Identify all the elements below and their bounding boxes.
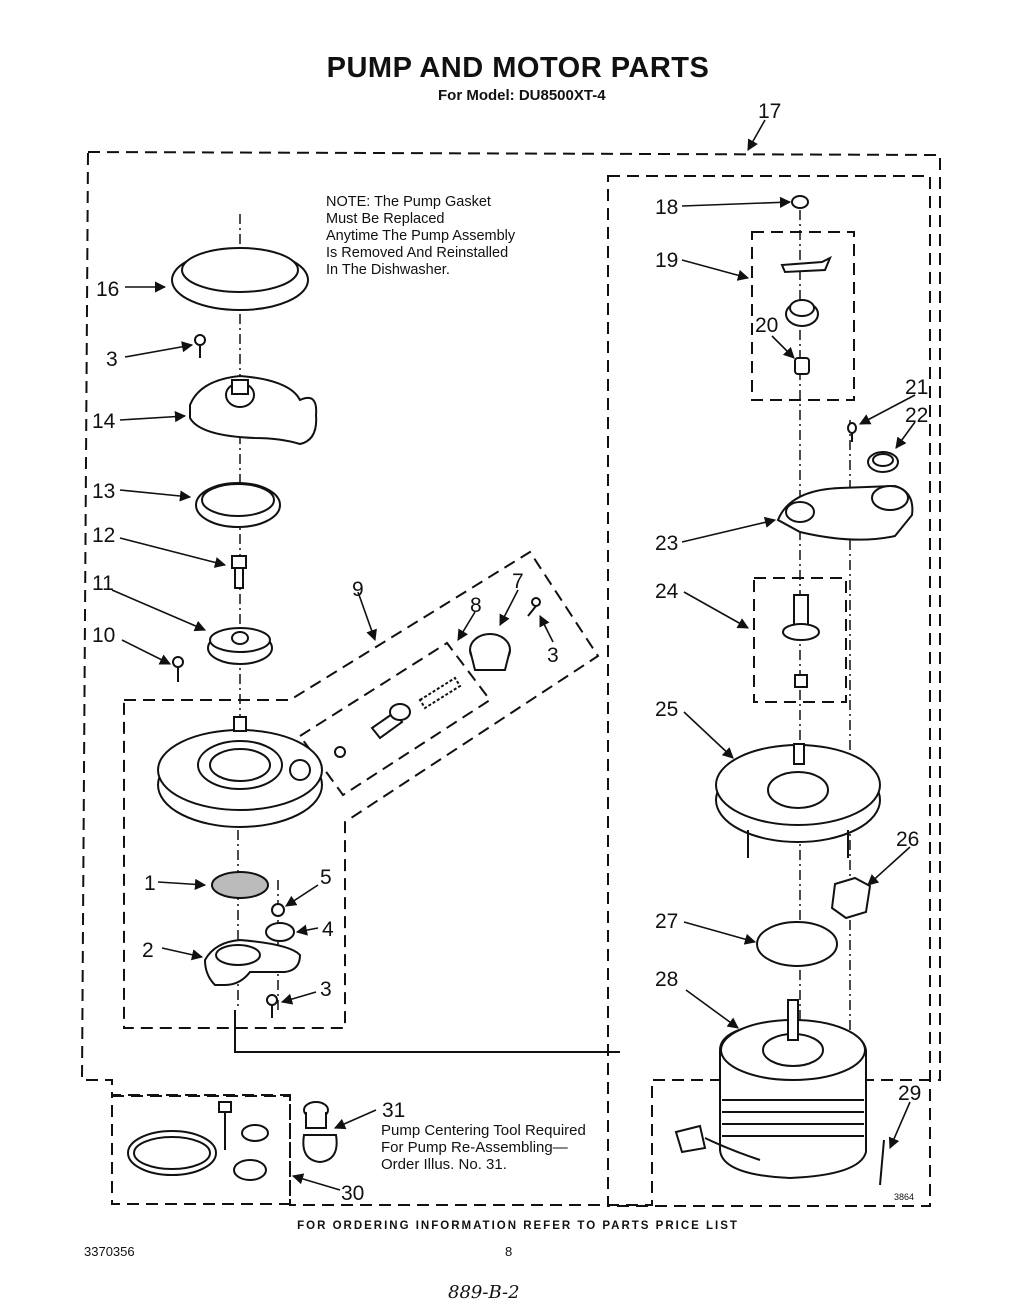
part-21-screw [847,422,857,442]
page-number: 8 [505,1244,513,1259]
part-4-o-ring [265,922,295,942]
part-14-pump-cover [189,374,318,446]
part-19-box [751,231,855,401]
part-12-nut [231,555,247,589]
callout-3-mid: 3 [547,644,559,667]
callout-24: 24 [655,580,679,603]
callout-11: 11 [92,572,114,595]
pump-gasket-note: NOTE: The Pump Gasket Must Be Replaced A… [326,194,516,278]
callout-25: 25 [655,698,678,721]
callout-20: 20 [755,314,778,337]
motor-boundary [607,175,931,1207]
part-3-screw-bottom [266,994,278,1018]
callout-9: 9 [352,578,364,601]
pump-housing [157,716,323,828]
part-7-valve-housing [469,597,541,671]
callout-8: 8 [470,594,482,617]
callout-3-bottom: 3 [320,978,332,1001]
pump-assembly [157,247,541,1018]
part-18-cap [791,195,809,209]
callout-30: 30 [341,1182,364,1205]
callout-14: 14 [92,410,116,433]
callout-17: 17 [758,100,781,123]
part-29-bolt [879,1139,885,1186]
part-10-screw [172,656,184,682]
callout-4: 4 [322,918,334,941]
page-title: PUMP AND MOTOR PARTS [326,52,710,84]
callout-29: 29 [898,1082,921,1105]
model-subtitle: For Model: DU8500XT-4 [438,87,606,104]
centering-tool-note: Pump Centering Tool Required For Pump Re… [381,1122,586,1173]
callout-1: 1 [144,872,156,895]
callout-21: 21 [905,376,928,399]
callout-23: 23 [655,532,678,555]
part-3-screw-top [194,334,206,358]
part-24-shaft [782,594,820,688]
callout-10: 10 [92,624,115,647]
callout-7: 7 [512,570,524,593]
document-number: 3370356 [84,1244,135,1259]
part-27-disc [756,921,838,967]
motor-assembly [127,195,914,1186]
callout-13: 13 [92,480,115,503]
part-25-motor-mount [715,743,881,858]
callout-3-top: 3 [106,348,118,371]
part-1-filter [211,871,269,899]
part-19-assembly [780,255,832,327]
connector-line [234,1010,620,1053]
callout-19: 19 [655,249,678,272]
callout-26: 26 [896,828,919,851]
callout-27: 27 [655,910,678,933]
pump-boundary [123,550,600,1029]
callout-31: 31 [382,1099,405,1122]
callout-16: 16 [96,278,119,301]
leader-arrows [111,119,916,1191]
callout-28: 28 [655,968,678,991]
part-28-motor [674,999,867,1180]
callout-numbers: 16 3 14 13 12 11 10 1 2 5 4 3 9 8 7 3 17… [92,100,928,1205]
part-11-impeller [207,627,273,665]
part-5-ball [271,903,285,917]
drawing-code: 3864 [894,1192,915,1202]
part-20-bushing [794,357,810,375]
callout-22: 22 [905,404,928,427]
assembly-boundaries [80,150,941,1207]
ordering-footer: FOR ORDERING INFORMATION REFER TO PARTS … [297,1220,739,1232]
part-8-valve [334,676,462,758]
part-31-centering-tool [302,1101,338,1164]
part-26-clip [830,876,872,920]
callout-2: 2 [142,939,154,962]
callout-5: 5 [320,866,332,889]
part-30-kit [127,1101,269,1181]
callout-18: 18 [655,196,678,219]
part-8-box [298,641,492,797]
callout-12: 12 [92,524,115,547]
handwritten-note: 889-B-2 [448,1282,520,1303]
center-lines [237,210,851,1090]
kit-boundary-30 [111,1095,291,1205]
